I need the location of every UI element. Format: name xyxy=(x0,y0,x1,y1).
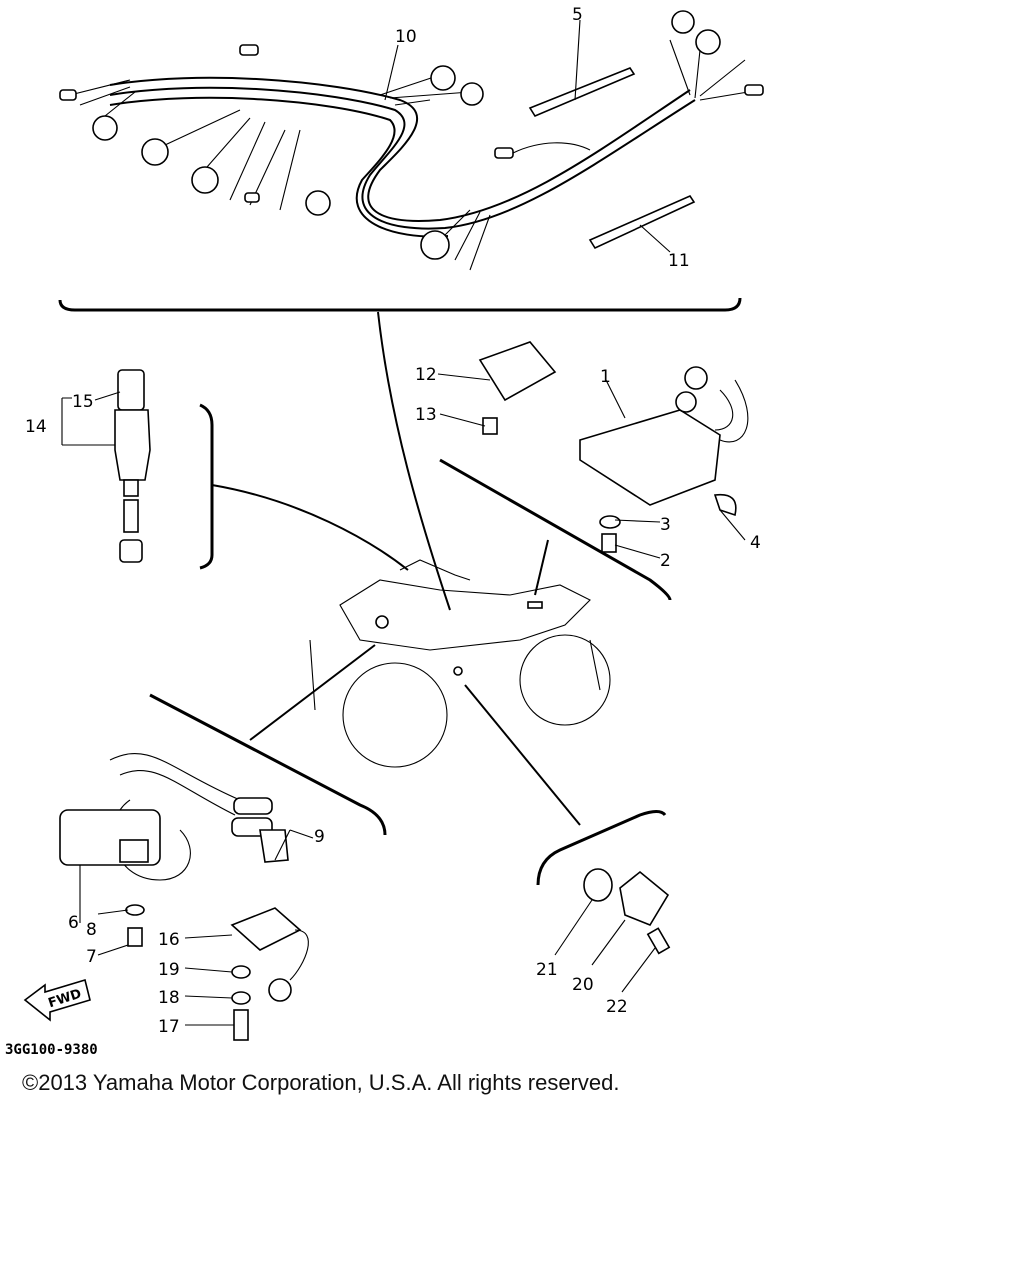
callout-21: 21 xyxy=(536,960,558,980)
pointer-lines xyxy=(211,311,581,826)
main-switch-assembly xyxy=(114,369,214,570)
callout-20: 20 xyxy=(572,975,594,995)
callout-3: 3 xyxy=(660,515,671,535)
cdi-unit-item-1 xyxy=(439,366,749,601)
callout-11: 11 xyxy=(668,251,690,271)
callout-12: 12 xyxy=(415,365,437,385)
callout-7: 7 xyxy=(86,947,97,967)
callout-4: 4 xyxy=(750,533,761,553)
callout-10: 10 xyxy=(395,27,417,47)
fwd-arrow-icon: FWD xyxy=(23,978,91,1022)
callout-19: 19 xyxy=(158,960,180,980)
drawing-code: 3GG100-9380 xyxy=(5,1042,98,1058)
callout-16: 16 xyxy=(158,930,180,950)
pickup-assembly xyxy=(536,810,671,955)
callout-15: 15 xyxy=(72,392,94,412)
callout-9: 9 xyxy=(314,827,325,847)
callout-14: 14 xyxy=(25,417,47,437)
callout-22: 22 xyxy=(606,997,628,1017)
copyright-notice: ©2013 Yamaha Motor Corporation, U.S.A. A… xyxy=(22,1070,620,1095)
callout-17: 17 xyxy=(158,1017,180,1037)
callout-1: 1 xyxy=(600,367,611,387)
callout-leaders xyxy=(61,19,746,1026)
callout-2: 2 xyxy=(660,551,671,571)
band-item-5 xyxy=(528,67,636,118)
callout-18: 18 xyxy=(158,988,180,1008)
atv-outline xyxy=(309,559,611,768)
wire-harness xyxy=(58,10,764,312)
parts-diagram: FWD 1 2 3 4 5 6 7 8 9 10 1 xyxy=(5,5,764,1058)
callout-13: 13 xyxy=(415,405,437,425)
band-item-11 xyxy=(588,194,696,250)
callout-8: 8 xyxy=(86,920,97,940)
callout-6: 6 xyxy=(68,913,79,933)
callout-labels: 1 2 3 4 5 6 7 8 9 10 11 12 13 14 15 16 1… xyxy=(25,5,761,1037)
ignition-coil-assembly xyxy=(59,693,387,947)
regulator-item-12 xyxy=(478,341,557,435)
callout-5: 5 xyxy=(572,5,583,25)
relay-item-16 xyxy=(230,907,309,1041)
